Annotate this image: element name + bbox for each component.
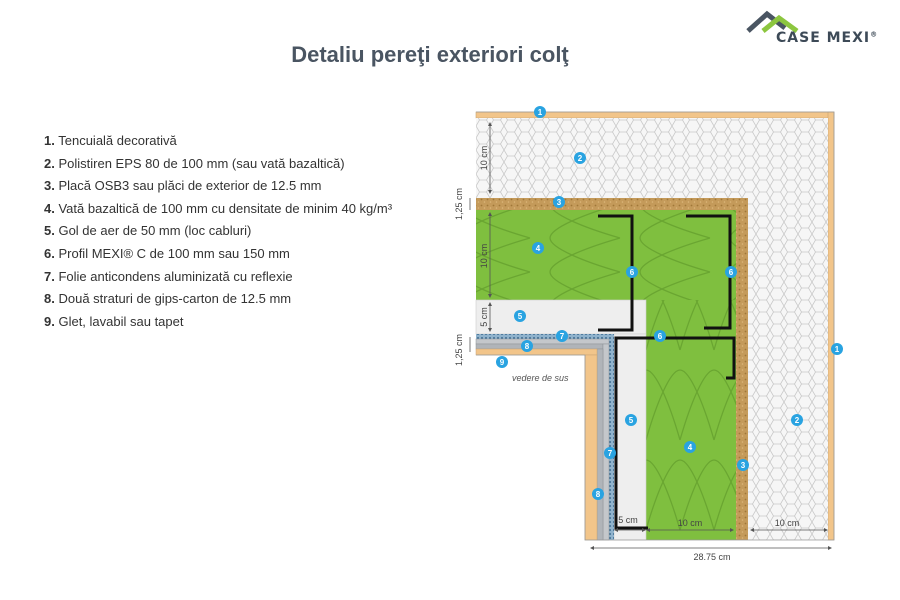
dim-gips-left: 1,25 cm [454,334,464,366]
logo-wordmark: CASE MEXI® [776,30,879,46]
badge-5: 5 [514,310,526,322]
svg-text:7: 7 [608,449,613,458]
view-label: vedere de sus [512,373,569,383]
badge-1: 1 [831,343,843,355]
badge-6: 6 [725,266,737,278]
badge-1: 1 [534,106,546,118]
dim-air-left: 5 cm [479,307,489,327]
badge-5: 5 [625,414,637,426]
glet-right [584,354,598,541]
legend-item: 5. Gol de aer de 50 mm (loc cabluri) [44,223,252,239]
legend-item: 6. Profil MEXI® C de 100 mm sau 150 mm [44,245,290,261]
svg-text:7: 7 [560,332,565,341]
svg-text:5: 5 [518,312,523,321]
svg-text:6: 6 [729,268,734,277]
gips-right-2 [596,348,604,541]
legend-item: 8. Două straturi de gips-carton de 12.5 … [44,291,292,307]
foil-right [609,339,614,540]
badge-7: 7 [604,447,616,459]
badge-8: 8 [521,340,533,352]
dim-air-bottom: 5 cm [618,515,638,525]
air-gap-right [613,333,647,541]
svg-text:3: 3 [741,461,746,470]
svg-text:1: 1 [835,345,840,354]
svg-text:8: 8 [525,342,530,351]
legend-item: 7. Folie anticondens aluminizată cu refl… [44,268,293,284]
badge-9: 9 [496,356,508,368]
legend-item: 1. Tencuială decorativă [44,133,177,148]
render-right [827,111,835,541]
dim-eps-bottom: 10 cm [775,518,800,528]
legend-item: 2. Polistiren EPS 80 de 100 mm (sau vată… [44,155,345,171]
dim-wool-bottom: 10 cm [678,518,703,528]
badge-3: 3 [737,459,749,471]
svg-text:6: 6 [658,332,663,341]
wool-top [476,210,736,300]
svg-text:6: 6 [630,268,635,277]
badge-4: 4 [684,441,696,453]
badge-6: 6 [626,266,638,278]
layer-badges: 1 1 2 2 3 3 4 4 5 5 6 6 6 7 7 8 8 9 [496,106,843,500]
air-gap-top [475,299,647,335]
badge-7: 7 [556,330,568,342]
svg-text:4: 4 [688,443,693,452]
svg-text:2: 2 [578,154,583,163]
legend-item: 3. Placă OSB3 sau plăci de exterior de 1… [44,178,322,194]
foil-top [476,334,614,339]
dim-total: 28.75 cm [693,552,730,562]
svg-text:4: 4 [536,244,541,253]
eps-right [748,198,828,540]
svg-text:9: 9 [500,358,505,367]
glet-top [475,348,598,356]
gips-right-1 [602,343,610,541]
dim-eps-top: 10 cm [479,146,489,171]
svg-text:3: 3 [557,198,562,207]
gips-top-2 [475,343,604,350]
render-top [475,111,835,119]
brand-logo [745,8,895,48]
svg-text:2: 2 [795,416,800,425]
legend-item: 9. Glet, lavabil sau tapet [44,313,184,329]
dimension-labels: 10 cm 1,25 cm 10 cm 5 cm 1,25 cm 5 cm 10… [454,146,799,562]
dim-osb-left: 1,25 cm [454,188,464,220]
eps-top [476,118,828,198]
badge-8: 8 [592,488,604,500]
dim-wool-left: 10 cm [479,244,489,269]
osb-top [476,198,748,210]
svg-text:1: 1 [538,108,543,117]
badge-2: 2 [791,414,803,426]
house-roof-icon [746,10,799,34]
badge-4: 4 [532,242,544,254]
gips-top-1 [475,338,610,345]
legend-item: 4. Vată bazaltică de 100 mm cu densitate… [44,200,393,216]
svg-text:5: 5 [629,416,634,425]
materials-legend: 1. Tencuială decorativă 2. Polistiren EP… [44,130,392,333]
svg-text:8: 8 [596,490,601,499]
badge-3: 3 [553,196,565,208]
badge-2: 2 [574,152,586,164]
page-title: Detaliu pereţi exteriori colţ [291,42,569,67]
badge-6: 6 [654,330,666,342]
osb-right [736,210,748,540]
